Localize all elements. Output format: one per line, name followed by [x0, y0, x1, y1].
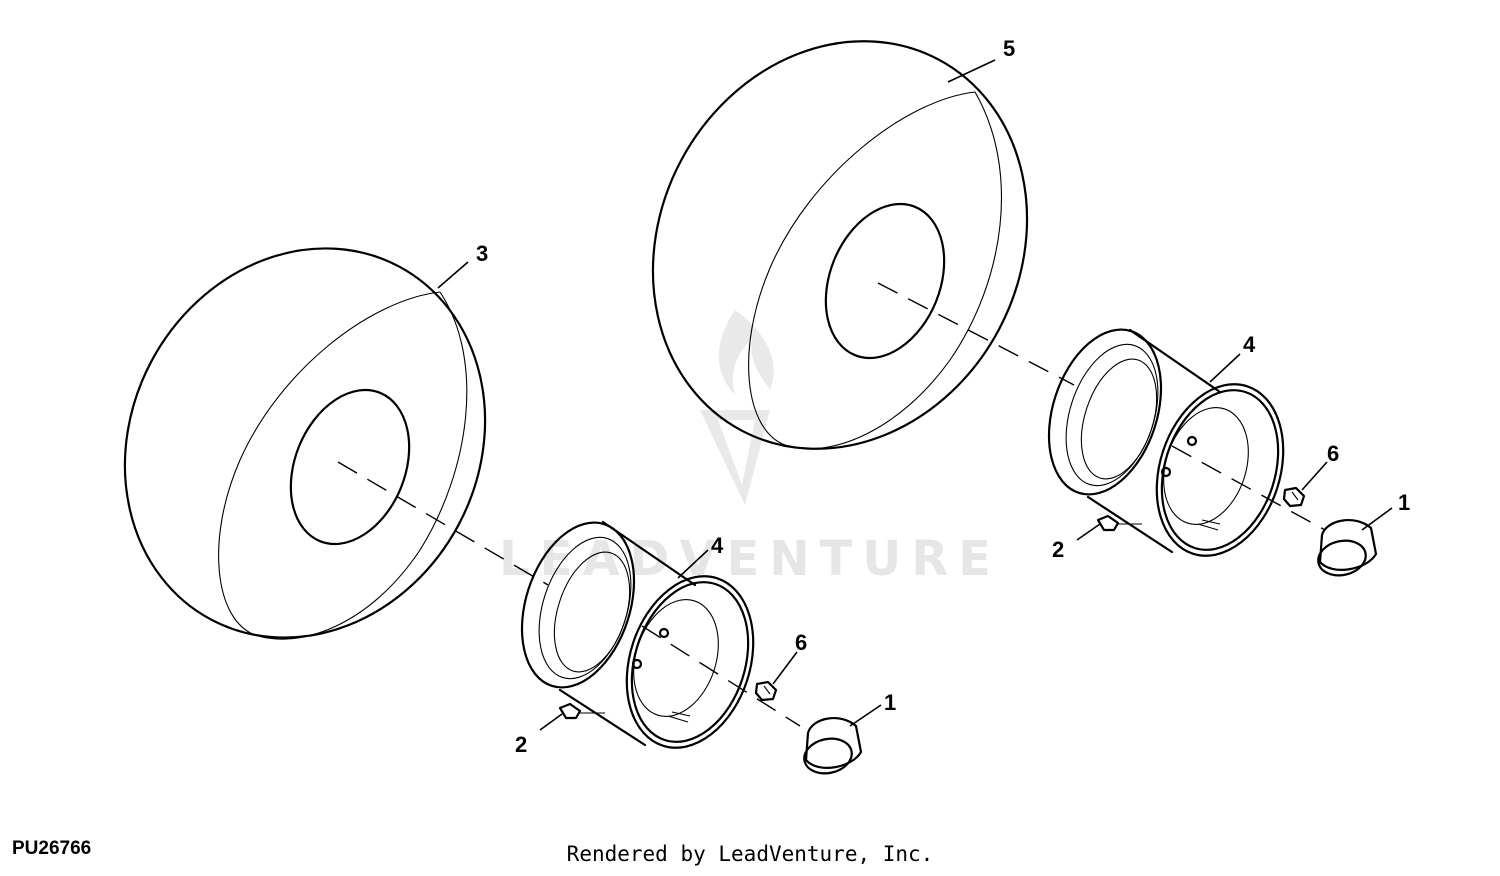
callout-tire-right: 5: [1003, 36, 1015, 61]
tire-left: [123, 247, 549, 640]
callout-rim-right: 4: [1243, 332, 1256, 357]
valve-stem-left: [558, 702, 605, 720]
hub-cap-right: [1317, 519, 1378, 577]
watermark-text: LEADVENTURE: [499, 531, 1001, 587]
callout-rim-left: 4: [711, 533, 724, 558]
leadventure-watermark: LEADVENTURE: [499, 310, 1001, 587]
rim-left: [520, 520, 755, 749]
rim-right: [1047, 328, 1285, 557]
callout-bolt-right: 6: [1327, 441, 1339, 466]
render-credit: Rendered by LeadVenture, Inc.: [566, 842, 934, 866]
callout-valve-right: 2: [1052, 537, 1064, 562]
lug-bolt-left: [754, 680, 778, 702]
figure-id: PU26766: [12, 838, 92, 859]
lug-bolt-right: [1282, 486, 1306, 508]
callout-cap-right: 1: [1398, 490, 1410, 515]
axis-line-left: [641, 625, 801, 727]
axis-line-right: [1171, 445, 1326, 531]
valve-stem-right: [1096, 514, 1142, 532]
hub-cap-left: [803, 717, 863, 775]
leader-lines: [437, 59, 1393, 731]
callout-tire-left: 3: [476, 241, 488, 266]
callout-valve-left: 2: [515, 732, 527, 757]
callout-cap-left: 1: [884, 690, 896, 715]
tire-right: [651, 40, 1075, 450]
callout-bolt-left: 6: [795, 630, 807, 655]
